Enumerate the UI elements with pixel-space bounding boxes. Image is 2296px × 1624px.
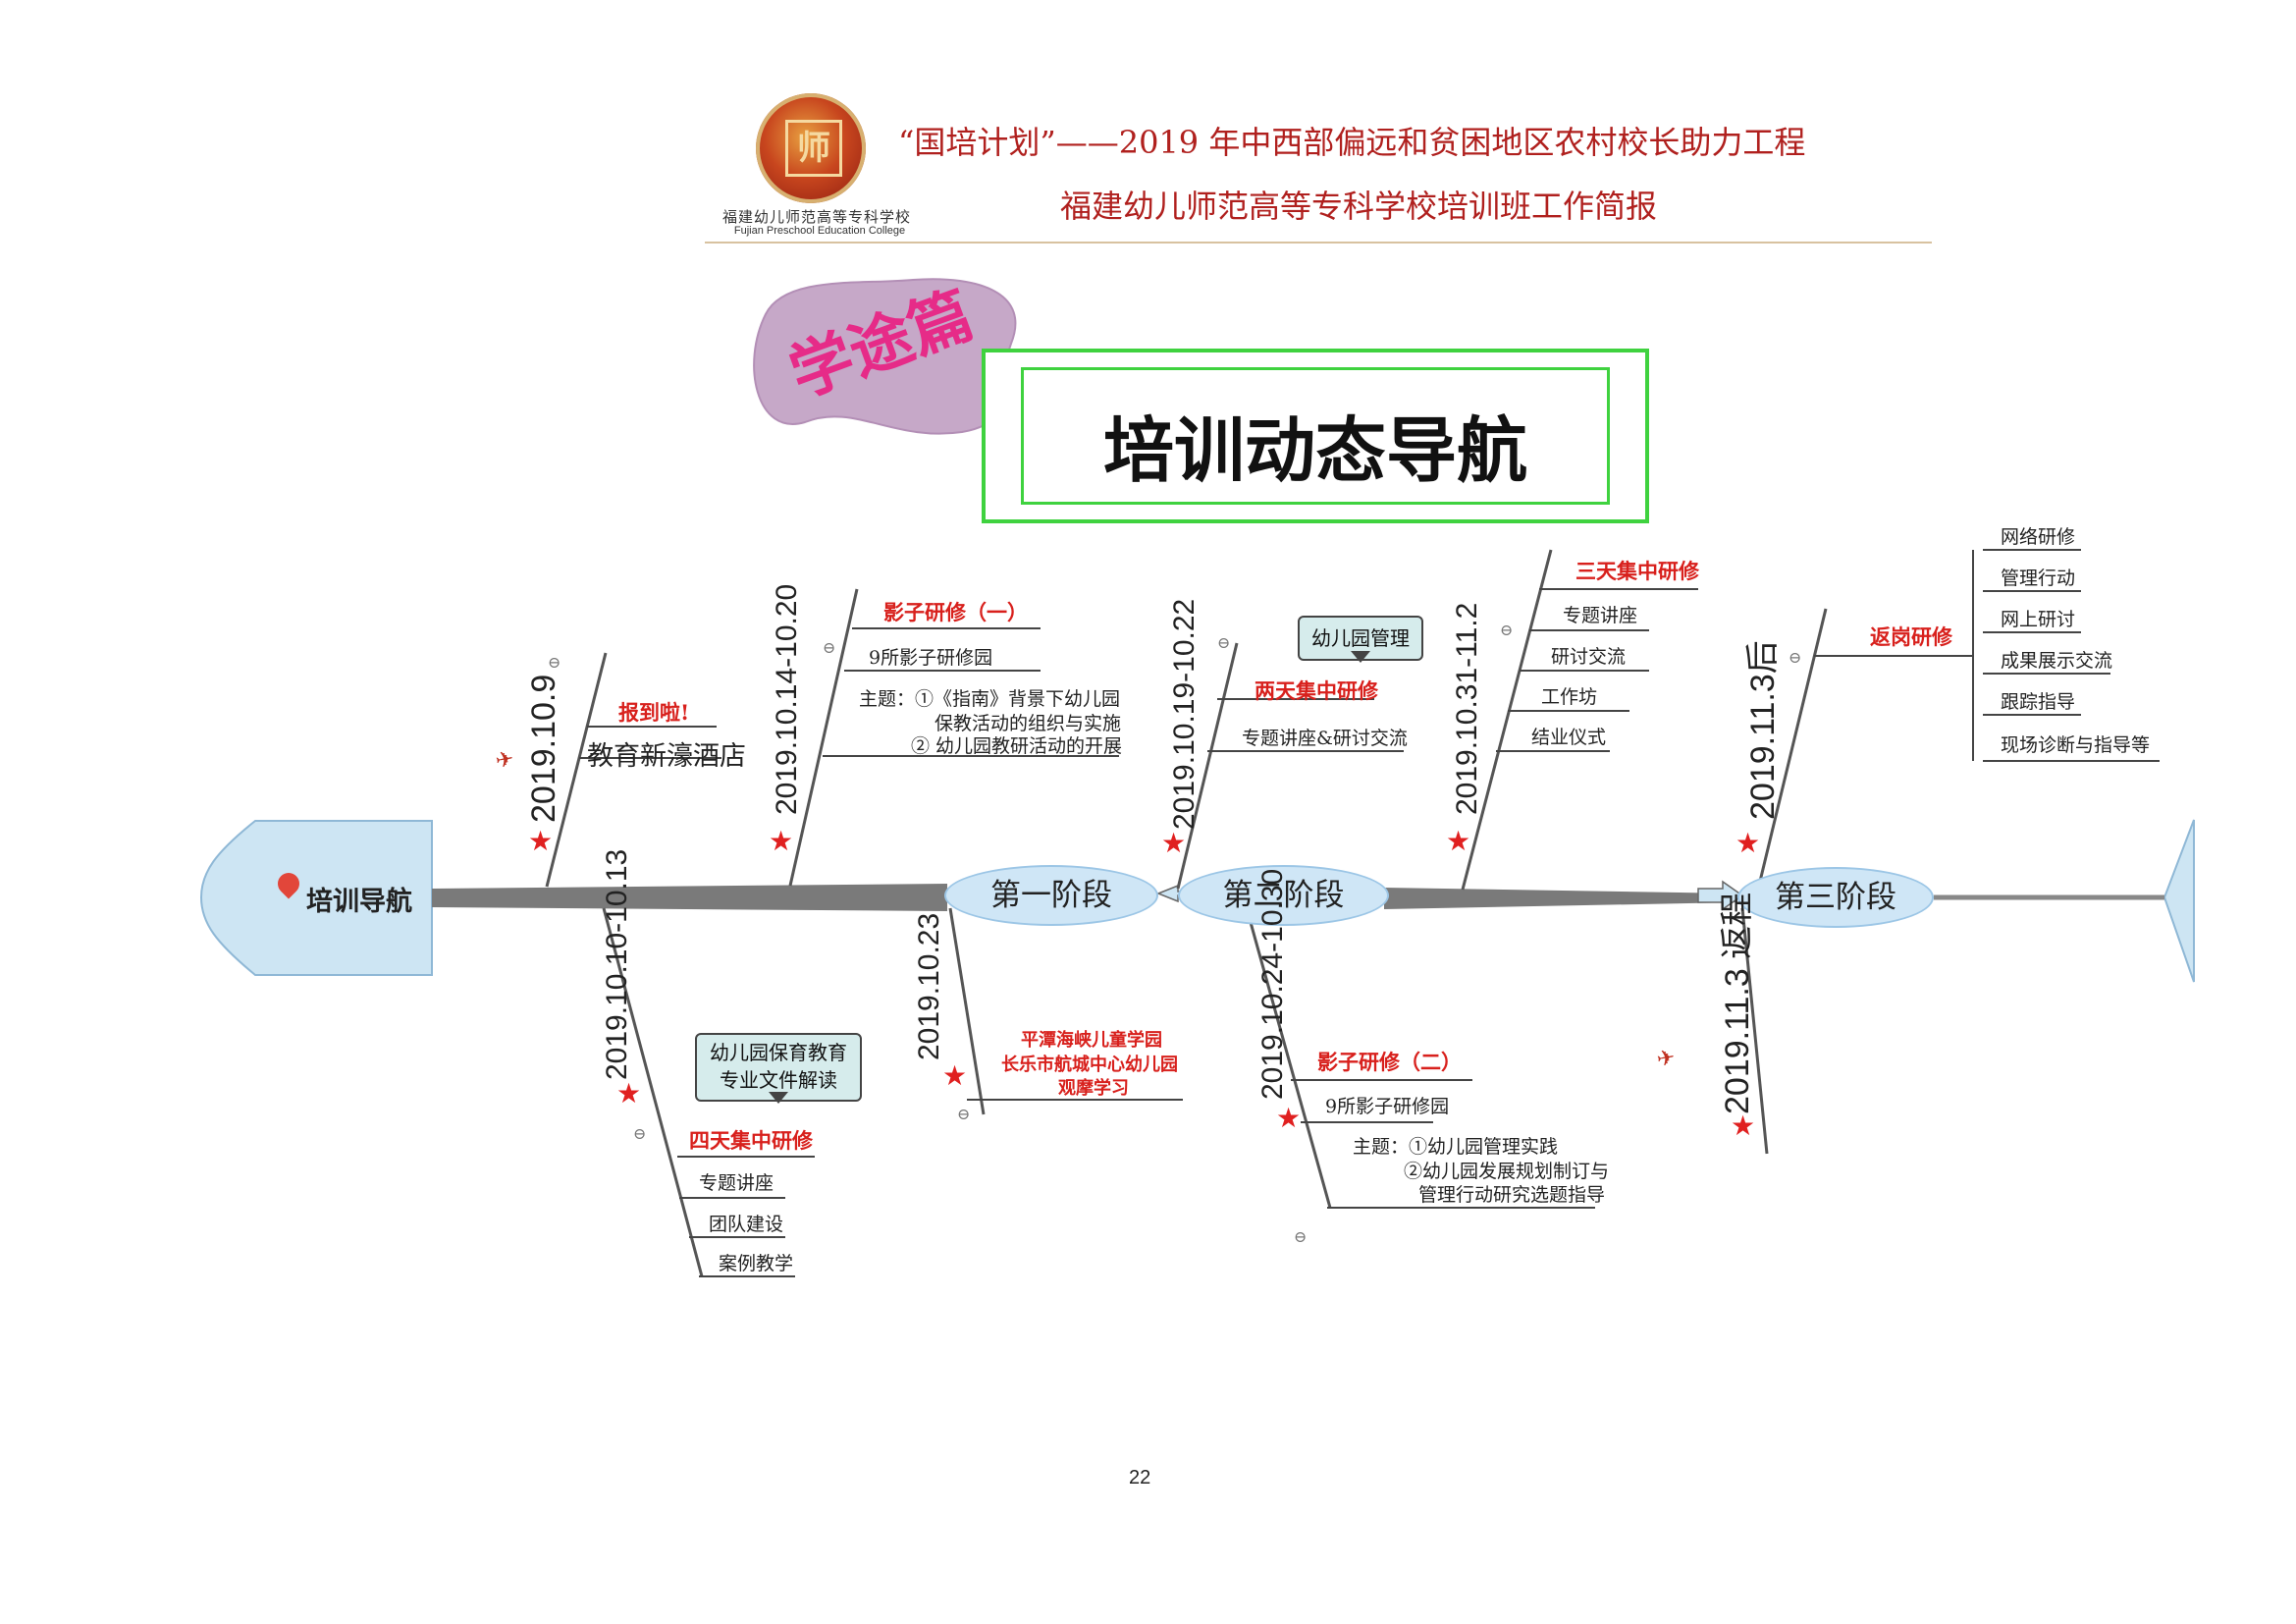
branch-upper-5-item: 管理行动: [2001, 568, 2076, 589]
branch-upper-4-item: 专题讲座: [1563, 605, 1638, 626]
branch-lower-2-item: 观摩学习: [1058, 1078, 1129, 1099]
star-icon: ★: [528, 825, 554, 857]
branch-lower-3-item: 管理行动研究选题指导: [1418, 1184, 1606, 1206]
branch-upper-2-item: ② 幼儿园教研活动的开展: [911, 735, 1123, 757]
fish-head-shape: [199, 820, 433, 976]
bone-lower-3: [1245, 907, 1332, 1209]
collapse-icon: ⊖: [957, 1105, 971, 1123]
branch-upper-4-item: 研讨交流: [1551, 646, 1627, 668]
branch-upper-2-item: 9所影子研修园: [869, 647, 993, 669]
callout-line: 专业文件解读: [720, 1068, 837, 1092]
date-upper-4: 2019.10.31-11.2: [1451, 602, 1483, 815]
page-number: 22: [1129, 1467, 1151, 1489]
branch-upper-5-item: 网上研讨: [2001, 609, 2076, 630]
star-icon: ★: [1731, 1110, 1756, 1142]
bone-lower-1: [602, 907, 704, 1277]
collapse-icon: ⊖: [1789, 648, 1802, 667]
branch-lower-1-item: 案例教学: [719, 1253, 794, 1274]
branch-upper-5-item: 网络研修: [2001, 526, 2076, 548]
branch-upper-5-item: 现场诊断与指导等: [2001, 734, 2151, 756]
logo-mark: 师: [785, 120, 842, 177]
stage-arrow-2: [1697, 880, 1744, 911]
branch-upper-1-title: 报到啦!: [618, 700, 690, 725]
branch-lower-3-item: 主题：①幼儿园管理实践: [1353, 1136, 1559, 1158]
branch-upper-4-item: 结业仪式: [1531, 727, 1607, 748]
bone-lower-2: [948, 907, 986, 1115]
branch-upper-5-item: 成果展示交流: [2001, 650, 2113, 672]
college-logo: [756, 93, 866, 203]
callout-line: 幼儿园保育教育: [710, 1041, 847, 1064]
collapse-icon: ⊖: [633, 1124, 647, 1143]
stage-1: 第一阶段: [944, 865, 1158, 926]
date-upper-2: 2019.10.14-10.20: [771, 583, 803, 815]
fish-head-label: 培训导航: [306, 887, 412, 917]
header-subtitle: 福建幼儿师范高等专科学校培训班工作简报: [1060, 188, 1658, 225]
star-icon: ★: [1161, 827, 1187, 859]
branch-upper-2-item: 保教活动的组织与实施: [934, 713, 1122, 734]
date-upper-5: 2019.11.3后: [1744, 640, 1782, 820]
header-rule: [705, 242, 1932, 244]
bone-upper-3: [1176, 642, 1239, 890]
bone-upper-2: [788, 588, 859, 887]
collapse-icon: ⊖: [1500, 621, 1514, 639]
title-frame-inner: [1021, 367, 1610, 505]
collapse-icon: ⊖: [1217, 633, 1231, 652]
date-upper-3: 2019.10.19-10.22: [1168, 598, 1201, 830]
spine-segment-2: [1384, 888, 1737, 909]
branch-upper-4-title: 三天集中研修: [1575, 559, 1699, 583]
logo-chinese-name: 福建幼儿师范高等专科学校: [721, 208, 911, 226]
star-icon: ★: [616, 1077, 642, 1110]
header-title: “国培计划”——2019 年中西部偏远和贫困地区农村校长助力工程: [898, 124, 1806, 161]
date-lower-2: 2019.10.23: [913, 912, 945, 1060]
branch-upper-5-item: 跟踪指导: [2001, 691, 2076, 713]
star-icon: ★: [942, 1059, 968, 1092]
stage-2: 第二阶段: [1178, 865, 1389, 926]
star-icon: ★: [769, 825, 794, 857]
bone-upper-1: [545, 652, 608, 888]
branch-lower-1-item: 专题讲座: [699, 1172, 774, 1194]
collapse-icon: ⊖: [1294, 1227, 1308, 1246]
star-icon: ★: [1735, 827, 1761, 859]
logo-english-name: Fujian Preschool Education College: [733, 225, 906, 237]
fish-tail-shape: [2163, 819, 2195, 983]
branch-lower-2-item: 平潭海峡儿童学园: [1021, 1030, 1162, 1051]
branch-upper-3-title: 两天集中研修: [1255, 678, 1378, 703]
branch-lower-2-item: 长乐市航城中心幼儿园: [1001, 1055, 1178, 1075]
spine-segment-1: [432, 884, 947, 911]
branch-lower-3-item: 9所影子研修园: [1325, 1096, 1450, 1117]
collapse-icon: ⊖: [548, 653, 561, 672]
stage-3: 第三阶段: [1737, 867, 1934, 928]
branch-lower-3-item: ②幼儿园发展规划制订与: [1404, 1161, 1610, 1182]
page-title: 培训动态导航: [1102, 409, 1527, 492]
bone-lower-4: [1740, 907, 1769, 1155]
branch-lower-3-title: 影子研修（二）: [1317, 1050, 1462, 1074]
star-icon: ★: [1276, 1102, 1302, 1134]
title-frame: [982, 349, 1649, 523]
branch-upper-5-title: 返岗研修: [1870, 624, 1952, 649]
branch-upper-1-item: 教育新濠酒店: [587, 741, 746, 772]
branch-upper-2-title: 影子研修（一）: [883, 600, 1028, 624]
date-upper-1: 2019.10.9: [525, 674, 562, 823]
callout-management: 幼儿园管理: [1298, 616, 1423, 663]
branch-lower-1-title: 四天集中研修: [689, 1128, 813, 1153]
date-lower-1: 2019.10.10-10.13: [601, 848, 633, 1080]
date-lower-4: 2019.11.3 返程: [1719, 892, 1756, 1114]
star-icon: ★: [1446, 825, 1471, 857]
date-lower-3: 2019.10.24-10.30: [1256, 868, 1289, 1100]
collapse-icon: ⊖: [823, 638, 836, 657]
bone-upper-4: [1461, 549, 1553, 891]
branch-upper-2-item: 主题：①《指南》背景下幼儿园: [859, 688, 1121, 710]
callout-document-interpretation: 幼儿园保育教育 专业文件解读: [695, 1033, 862, 1104]
branch-lower-1-item: 团队建设: [709, 1214, 784, 1235]
branch-upper-4-item: 工作坊: [1541, 686, 1598, 708]
branch-upper-3-item: 专题讲座&研讨交流: [1242, 728, 1408, 749]
